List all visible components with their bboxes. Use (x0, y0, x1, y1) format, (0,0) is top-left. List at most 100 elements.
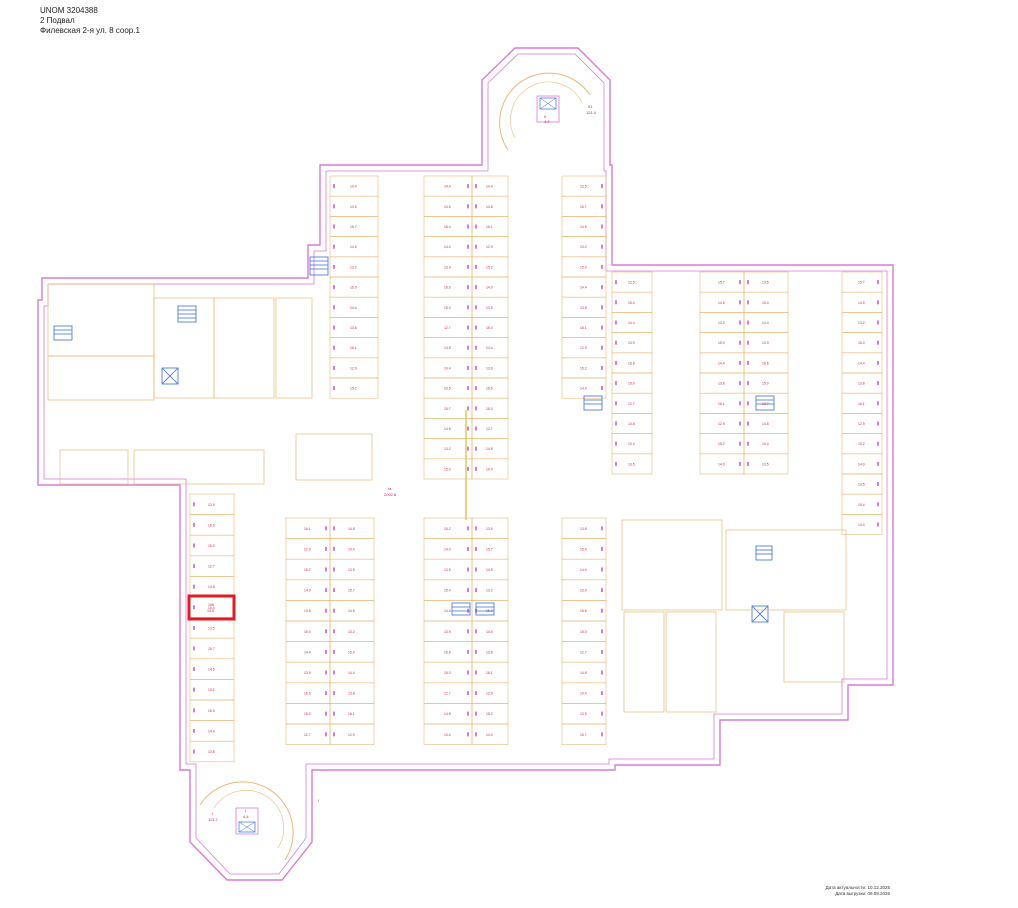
parking-space-area: 13.5 (350, 205, 357, 209)
column-marker (475, 446, 477, 451)
parking-space-area: 13.5 (858, 483, 865, 487)
parking-space-area: 13.5 (304, 609, 311, 613)
column-marker (325, 670, 327, 675)
column-marker (601, 567, 603, 572)
column-marker (475, 629, 477, 634)
parking-space-area: 12.9 (718, 422, 725, 426)
column-marker (601, 244, 603, 249)
column-marker (601, 546, 603, 551)
column-marker (333, 264, 335, 269)
parking-space-area: 15.2 (350, 387, 357, 391)
parking-space-area: 14.4 (208, 729, 215, 733)
column-marker (739, 381, 741, 386)
column-marker (601, 345, 603, 350)
parking-space[interactable] (611, 453, 653, 475)
column-marker (325, 546, 327, 551)
parking-space-area: 13.9 (444, 265, 451, 269)
column-marker (877, 421, 879, 426)
parking-space-area: 15.4 (858, 503, 865, 507)
column-marker (333, 670, 335, 675)
column-marker (739, 340, 741, 345)
column-marker (615, 381, 617, 386)
stairs-icon-6 (451, 602, 471, 616)
stairs-icon-8 (755, 545, 773, 561)
column-marker (475, 285, 477, 290)
parking-space[interactable] (471, 723, 509, 745)
parking-space-area: 14.4 (580, 286, 587, 290)
parking-space-area: 14.0 (486, 286, 493, 290)
column-marker (739, 421, 741, 426)
parking-space-area: 16.1 (718, 402, 725, 406)
column-marker (467, 184, 469, 189)
column-marker (333, 365, 335, 370)
column-marker (475, 649, 477, 654)
plan-header: UNOM 3204388 2 Подвал Филевская 2-я ул. … (40, 6, 140, 36)
column-marker (333, 244, 335, 249)
column-marker (193, 522, 195, 527)
column-marker (475, 224, 477, 229)
ramp-bottom-arc (199, 781, 294, 861)
column-marker (615, 280, 617, 285)
parking-space-area: 12.9 (486, 245, 493, 249)
left-block-rooms (47, 283, 373, 485)
column-marker (747, 381, 749, 386)
parking-space-area: 15.7 (580, 733, 587, 737)
column-marker (193, 687, 195, 692)
column-marker (193, 564, 195, 569)
parking-space-area: 13.9 (304, 671, 311, 675)
column-marker (467, 526, 469, 531)
unom-label: UNOM 3204388 (40, 6, 98, 15)
parking-space[interactable] (561, 723, 607, 745)
parking-space-area: 13.5 (628, 281, 635, 285)
parking-space-area: 13.9 (208, 503, 215, 507)
column-marker (615, 441, 617, 446)
column-marker (615, 421, 617, 426)
parking-space-area: 14.0 (444, 185, 451, 189)
parking-space-area: 16.6 (762, 361, 769, 365)
parking-space-area: 16.6 (444, 650, 451, 654)
hall-label: Ia (388, 486, 392, 491)
column-marker (739, 360, 741, 365)
parking-space-area: 16.6 (444, 286, 451, 290)
elevator-icon-1 (161, 367, 179, 385)
column-marker (467, 224, 469, 229)
parking-space-area: 14.5 (858, 301, 865, 305)
parking-space-area: 13.2 (580, 245, 587, 249)
parking-space-area: 13.5 (580, 712, 587, 716)
parking-space[interactable] (471, 458, 509, 480)
parking-space-area: 15.7 (580, 205, 587, 209)
parking-space[interactable] (329, 377, 379, 399)
column-marker (601, 184, 603, 189)
column-marker (475, 588, 477, 593)
parking-space-area: 16.1 (486, 225, 493, 229)
column-marker (467, 406, 469, 411)
parking-space-area: 15.0 (486, 407, 493, 411)
parking-space[interactable] (841, 514, 883, 535)
column-marker (467, 732, 469, 737)
column-marker (467, 244, 469, 249)
parking-space-area: 13.5 (762, 281, 769, 285)
column-marker (747, 360, 749, 365)
column-marker (601, 608, 603, 613)
column-marker (333, 588, 335, 593)
parking-space-area: 13.5 (444, 205, 451, 209)
column-marker (333, 285, 335, 290)
column-marker (325, 629, 327, 634)
parking-space-area: 14.0 (580, 387, 587, 391)
parking-space[interactable] (329, 723, 375, 745)
parking-space-area: 14.0 (486, 733, 493, 737)
column-marker (325, 567, 327, 572)
parking-space-area: 10.4 (762, 442, 769, 446)
parking-space-area: 15.0 (444, 671, 451, 675)
parking-space[interactable] (189, 740, 235, 763)
column-marker (193, 728, 195, 733)
column-marker (601, 711, 603, 716)
parking-space-area: 10.4 (444, 366, 451, 370)
parking-space[interactable] (743, 453, 789, 475)
column-marker (333, 732, 335, 737)
parking-space-area: 14.5 (486, 568, 493, 572)
parking-space-area: 14.4 (486, 630, 493, 634)
highlighted-parking-space[interactable] (187, 594, 236, 621)
parking-space-area: 15.4 (486, 326, 493, 330)
